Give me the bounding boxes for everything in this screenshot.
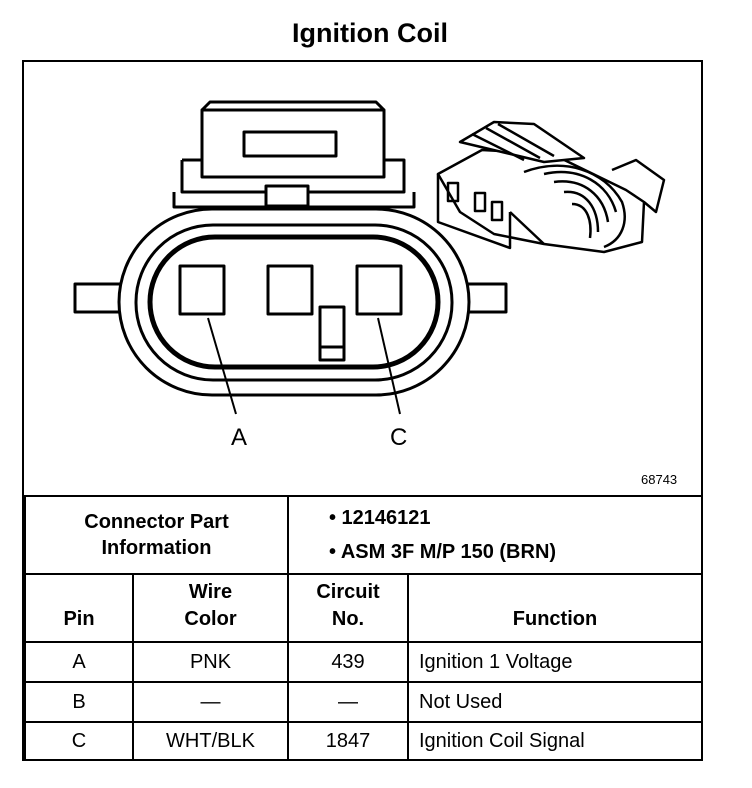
function-cell: Ignition Coil Signal: [406, 721, 704, 761]
table-row: B — — Not Used: [24, 681, 704, 723]
connector-part-label: Connector Part Information: [24, 495, 289, 575]
terminal-cavity-a: [178, 264, 226, 316]
connector-latch: [172, 100, 416, 209]
connector-part-numbers: • 12146121 • ASM 3F M/P 150 (BRN): [286, 495, 704, 575]
header-function: Function: [406, 573, 704, 643]
terminal-cavity-c: [355, 264, 403, 316]
table-row: C WHT/BLK 1847 Ignition Coil Signal: [24, 721, 704, 761]
pin-cell: A: [24, 641, 134, 683]
header-wire-color: Wire Color: [132, 573, 289, 643]
leader-line-a: [207, 317, 237, 415]
diagram-frame: A C 68743 Connector Part Information • 1…: [22, 60, 704, 761]
wire-color-cell: —: [132, 681, 289, 723]
figure-number: 68743: [641, 472, 678, 487]
leader-line-c: [377, 317, 401, 415]
function-cell: Not Used: [406, 681, 704, 723]
header-pin: Pin: [24, 573, 134, 643]
function-cell: Ignition 1 Voltage: [406, 641, 704, 683]
wire-color-cell: WHT/BLK: [132, 721, 289, 761]
connector-face: [147, 234, 441, 370]
circuit-cell: 439: [287, 641, 409, 683]
table-row: A PNK 439 Ignition 1 Voltage: [24, 641, 704, 683]
connector-part-row: Connector Part Information • 12146121 • …: [24, 495, 704, 575]
pin-callout-a: A: [231, 424, 248, 451]
connector-drawing: [73, 100, 666, 415]
circuit-cell: —: [287, 681, 409, 723]
left-mounting-tab: [73, 282, 125, 314]
pin-cell: B: [24, 681, 134, 723]
circuit-cell: 1847: [287, 721, 409, 761]
header-circuit-no: Circuit No.: [287, 573, 409, 643]
polarizing-key: [318, 305, 346, 349]
connector-perspective-view: [436, 120, 666, 254]
connector-table: Connector Part Information • 12146121 • …: [24, 495, 704, 761]
table-header-row: Pin Wire Color Circuit No. Function: [24, 573, 704, 643]
pin-cell: C: [24, 721, 134, 761]
wire-color-cell: PNK: [132, 641, 289, 683]
part-number: • ASM 3F M/P 150 (BRN): [329, 541, 557, 563]
terminal-cavity-b: [266, 264, 314, 316]
part-number: • 12146121: [329, 507, 431, 529]
diagram-title: Ignition Coil: [292, 18, 448, 48]
connector-outer-shell: [117, 207, 471, 397]
pin-callout-c: C: [390, 424, 408, 451]
